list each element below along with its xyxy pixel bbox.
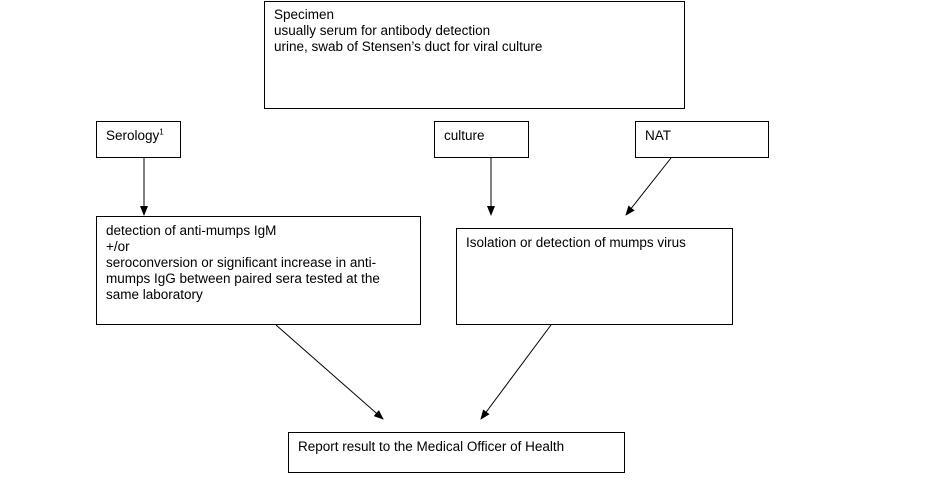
serology-box: Serology1 — [96, 121, 181, 158]
detection-box: detection of anti-mumps IgM +/or serocon… — [96, 216, 421, 325]
arrow-nat-to-isolation — [625, 157, 672, 216]
specimen-title: Specimen — [274, 7, 335, 22]
detection-line-1: detection of anti-mumps IgM — [106, 223, 277, 238]
report-box: Report result to the Medical Officer of … — [288, 432, 625, 473]
isolation-label: Isolation or detection of mumps virus — [466, 235, 686, 250]
culture-label: culture — [444, 128, 485, 143]
culture-box: culture — [434, 121, 529, 158]
serology-label: Serology — [106, 128, 160, 143]
specimen-line-2: urine, swab of Stensen’s duct for viral … — [274, 39, 543, 54]
detection-line-2: +/or — [106, 239, 130, 254]
isolation-box: Isolation or detection of mumps virus — [456, 228, 733, 325]
nat-label: NAT — [645, 128, 671, 143]
report-label: Report result to the Medical Officer of … — [298, 439, 565, 454]
nat-box: NAT — [635, 121, 769, 158]
arrow-detection-to-report — [275, 324, 384, 420]
arrow-isolation-to-report — [480, 324, 552, 420]
detection-line-3: seroconversion or significant increase i… — [106, 255, 380, 302]
specimen-line-1: usually serum for antibody detection — [274, 23, 491, 38]
specimen-box: Specimen usually serum for antibody dete… — [264, 1, 685, 109]
serology-footnote: 1 — [159, 127, 164, 137]
